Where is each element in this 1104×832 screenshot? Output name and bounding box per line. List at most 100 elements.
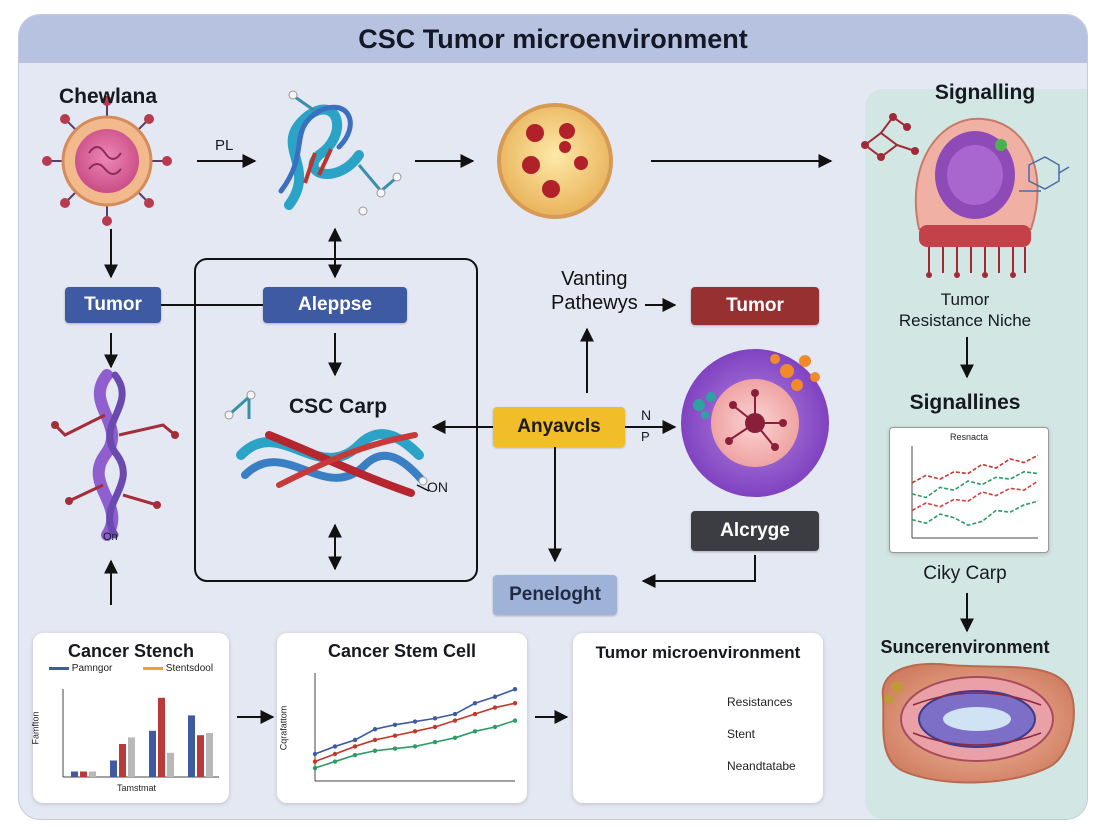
bar: [167, 752, 174, 777]
yellow-cell-illustration: [497, 103, 613, 219]
tumor-micro-title: Tumor microenvironment: [595, 643, 801, 662]
tumor-left-box[interactable]: Tumor: [65, 287, 161, 323]
data-point: [432, 739, 438, 745]
cancer-stem-cell-title: Cancer Stem Cell: [327, 641, 477, 661]
chewlana-label: Chewlana: [59, 85, 158, 108]
bar: [206, 733, 213, 777]
tumor-right-label: Tumor: [726, 295, 784, 316]
legend-neandtatabe: Neandtatabe: [727, 759, 796, 773]
signallines-chart-card: Resnacta: [889, 427, 1049, 553]
p-label: P: [641, 429, 650, 444]
bar: [128, 737, 135, 777]
cancer-stench-chart: [62, 689, 219, 778]
cancer-stench-ylabel: Famfton: [30, 711, 41, 745]
data-point: [332, 751, 338, 757]
data-point: [312, 751, 318, 757]
cancer-stench-title: Cancer Stench: [67, 641, 195, 661]
aleppse-label: Aleppse: [298, 294, 372, 315]
data-point: [412, 729, 418, 734]
on-small-label: On: [103, 531, 118, 543]
arrow-alcryge-to-penelight: [641, 555, 756, 588]
legend-stent: Stent: [727, 727, 756, 741]
header-bar: CSC Tumor microenvironment: [19, 15, 1087, 63]
alcryge-box[interactable]: Alcryge: [691, 511, 819, 551]
data-point: [352, 752, 358, 758]
suncerenvironment-label: Suncerenvironment: [880, 637, 1050, 657]
data-point: [372, 726, 378, 732]
data-point: [512, 718, 518, 723]
data-point: [352, 737, 358, 743]
data-point: [412, 719, 418, 724]
legend-resistances: Resistances: [727, 695, 793, 709]
tumor-right-box[interactable]: Tumor: [691, 287, 819, 325]
legend-stentsdool-label: Stentsdool: [165, 663, 214, 674]
alcryge-label: Alcryge: [720, 520, 790, 541]
anyavcls-label: Anyavcls: [517, 416, 601, 437]
bar: [158, 697, 165, 777]
data-point: [452, 711, 458, 717]
signallines-chart: [911, 446, 1039, 539]
tumor-left-label: Tumor: [84, 294, 142, 315]
vanting-pathways-label: Vanting Pathewys: [551, 268, 638, 314]
data-point: [372, 748, 378, 753]
diagram-frame: CSC Tumor microenvironment: [18, 14, 1088, 820]
tumor-micro-card: Tumor microenvironment Resistances Stent…: [573, 633, 823, 803]
data-point: [512, 701, 518, 706]
data-point: [452, 735, 458, 740]
data-point: [492, 694, 498, 699]
aleppse-box[interactable]: Aleppse: [263, 287, 407, 323]
bar: [149, 730, 156, 777]
page-title: CSC Tumor microenvironment: [358, 24, 748, 54]
data-point: [452, 718, 458, 723]
data-point: [332, 759, 338, 764]
data-point: [472, 711, 478, 717]
legend-pamngor-swatch: [49, 666, 69, 670]
legend-stentsdool: Stentsdool: [143, 663, 213, 674]
data-point: [312, 759, 318, 764]
bar: [119, 744, 126, 777]
protein-ribbon-illustration: [278, 90, 402, 216]
cancer-stem-cell-ylabel: Cqrafattom: [278, 705, 289, 751]
signalling-label: Signalling: [934, 81, 1036, 104]
data-point: [392, 746, 398, 751]
data-point: [492, 724, 498, 730]
data-point: [312, 765, 318, 771]
on-label: ON: [427, 479, 448, 495]
data-point: [492, 705, 498, 710]
signalling-cell-illustration: [861, 113, 1070, 278]
bar: [80, 771, 87, 777]
penelight-box[interactable]: Peneloght: [493, 575, 617, 615]
data-point: [432, 716, 438, 721]
data-point: [432, 724, 438, 730]
signallines-label: Signallines: [909, 391, 1021, 414]
series-line: [911, 470, 1039, 499]
cancer-stem-cell-chart: [312, 673, 518, 782]
ciky-carp-label: Ciky Carp: [923, 563, 1007, 584]
data-point: [372, 737, 378, 743]
series-line: [911, 454, 1039, 484]
signallines-chart-title: Resnacta: [949, 432, 989, 442]
resistance-niche-label: Tumor Resistance Niche: [898, 290, 1032, 330]
series-line: [911, 500, 1039, 526]
bar: [197, 735, 204, 777]
bar: [89, 771, 96, 777]
bar: [71, 771, 78, 777]
connectors-and-illustrations: [42, 90, 1075, 796]
legend-pamngor: Pamngor: [49, 663, 112, 674]
data-point: [332, 744, 338, 749]
cancer-stem-cell-card: Cancer Stem Cell Cqrafattom: [277, 633, 527, 803]
purple-tumor-cell-illustration: [681, 349, 829, 497]
n-label: N: [641, 407, 652, 423]
data-point: [392, 722, 398, 728]
arrow-pl-label: PL: [215, 137, 234, 154]
data-point: [512, 687, 518, 692]
penelight-label: Peneloght: [509, 584, 601, 605]
series-line: [911, 480, 1039, 512]
cancer-stench-xlabel: Tamstmat: [117, 783, 157, 793]
chewlana-cell-illustration: [42, 96, 172, 226]
legend-pamngor-label: Pamngor: [71, 663, 113, 674]
legend-stentsdool-swatch: [143, 666, 163, 670]
data-point: [472, 729, 478, 734]
anyavcls-box[interactable]: Anyavcls: [493, 407, 625, 447]
